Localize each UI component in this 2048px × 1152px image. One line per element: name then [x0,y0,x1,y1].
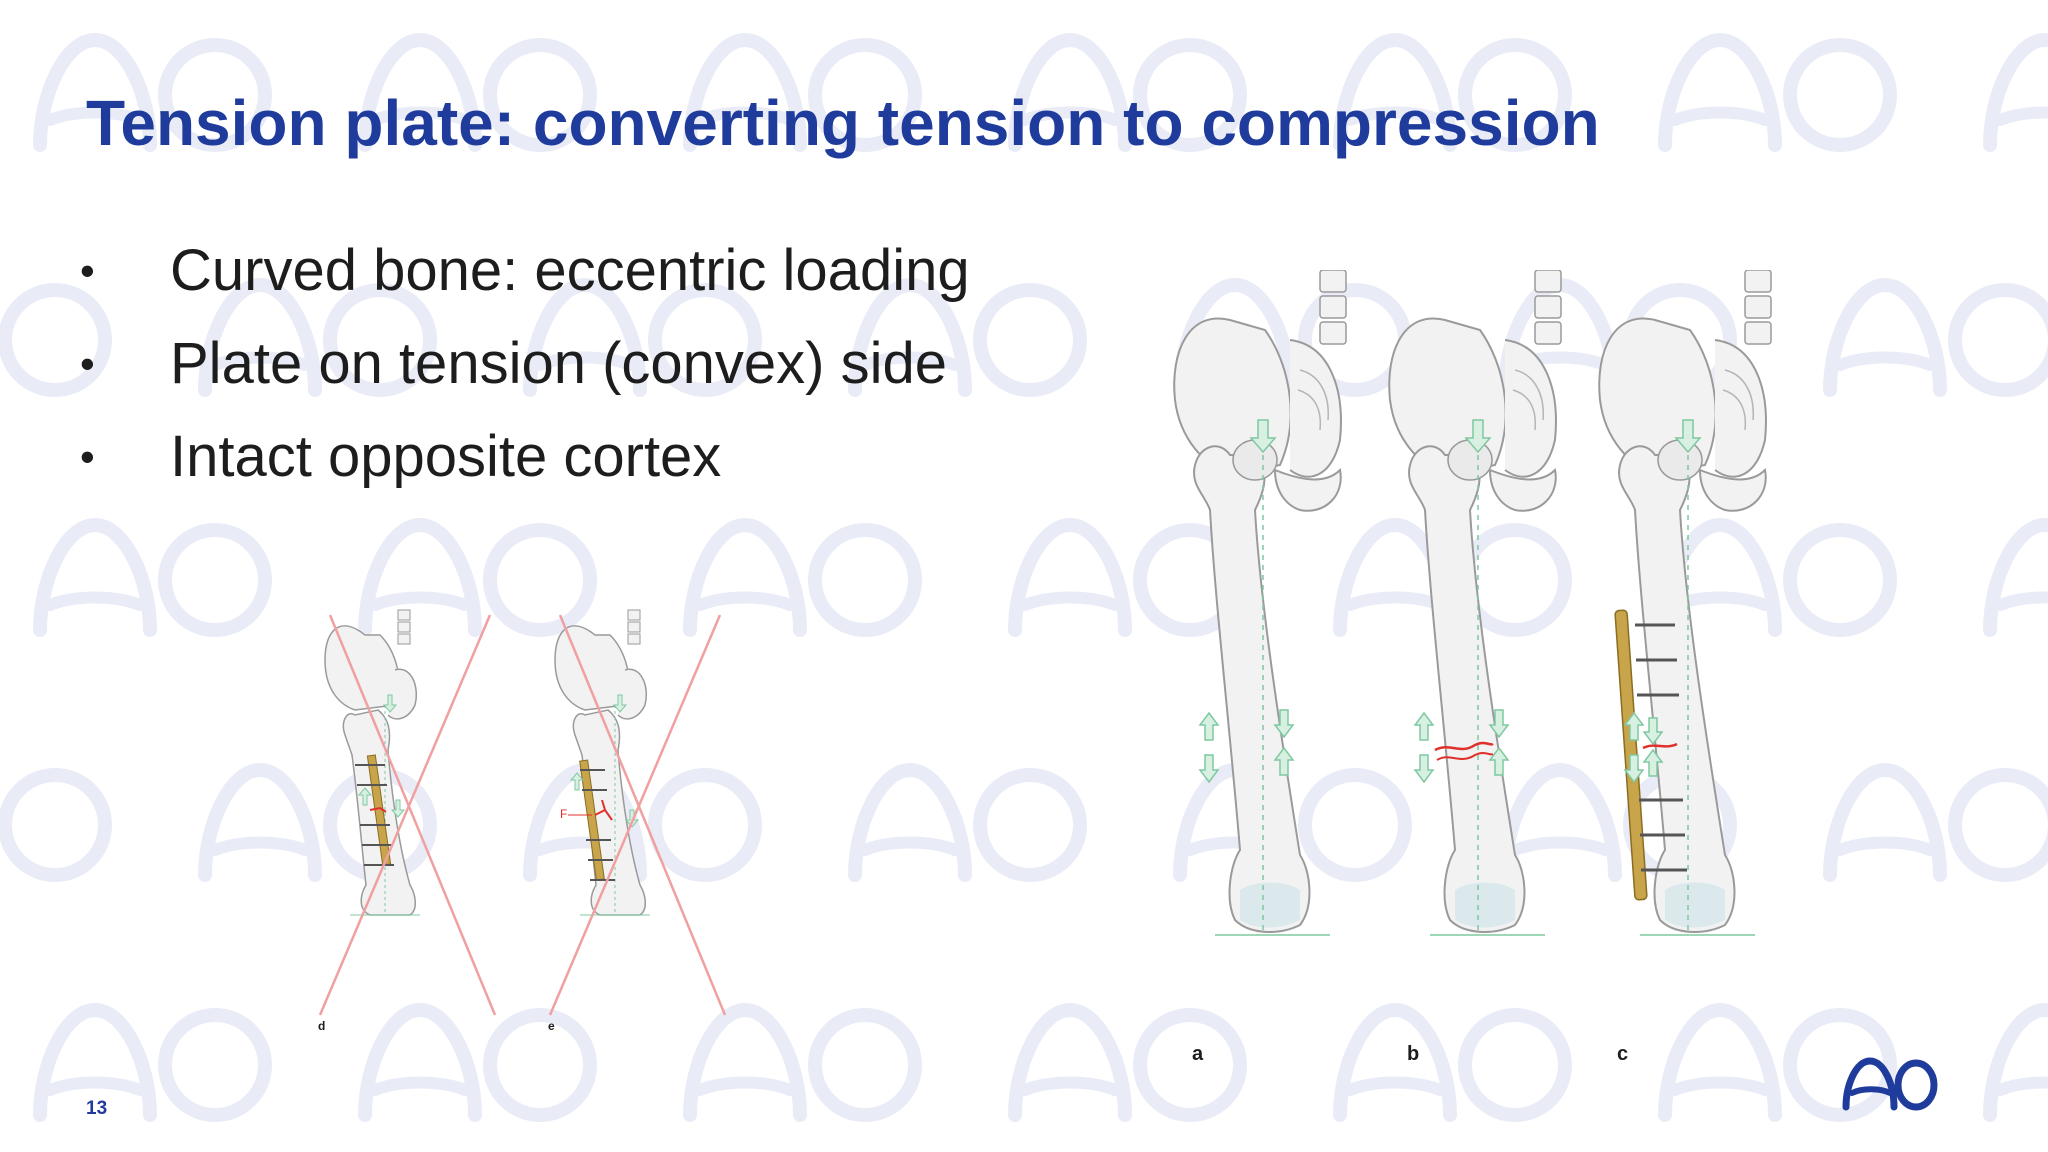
bullet-dot: • [80,247,95,294]
panel-c: c [1598,270,1772,1065]
femur-figure-tension-plate: a b c [1173,270,1772,1065]
panel-label-e: e [548,1019,555,1033]
panel-a: a [1173,270,1347,1065]
femur-figure-incorrect: d F e [318,609,727,1033]
bullet-dot: • [80,340,95,387]
panel-b: b [1388,270,1562,1065]
ao-logo-icon [1842,1057,1938,1111]
panel-label-d: d [318,1019,325,1033]
bullet-dot: • [80,433,95,480]
slide-title: Tension plate: converting tension to com… [86,87,1600,159]
panel-label-b: b [1407,1043,1419,1065]
panel-d: d [318,609,497,1033]
slide-number: 13 [86,1098,108,1119]
bullet-text: Curved bone: eccentric loading [170,238,970,303]
bullet-text: Plate on tension (convex) side [170,331,947,396]
panel-e: F e [548,609,727,1033]
panel-label-a: a [1192,1043,1204,1065]
bullet-text: Intact opposite cortex [170,424,722,489]
fracture-label-f: F [560,807,567,821]
panel-label-c: c [1617,1043,1628,1065]
